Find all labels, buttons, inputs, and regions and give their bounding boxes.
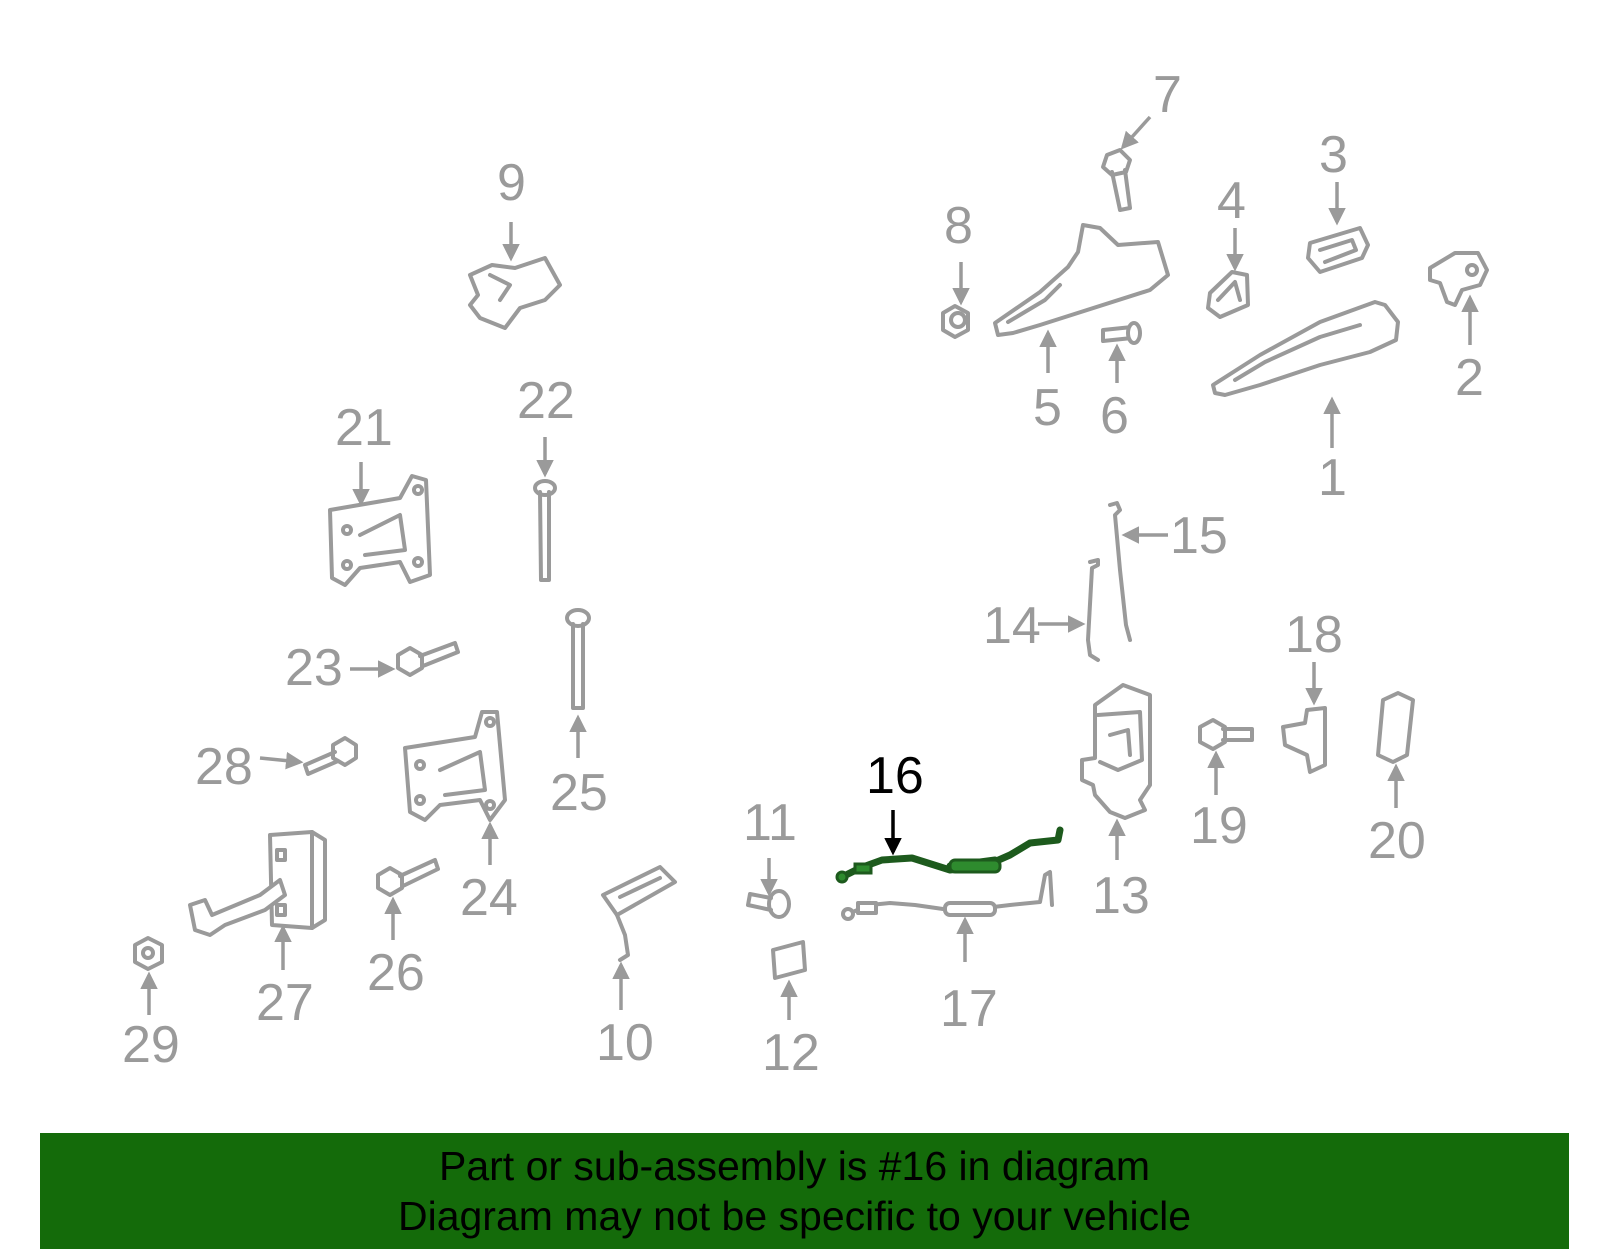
- callout-9[interactable]: 9: [497, 154, 526, 212]
- callout-8[interactable]: 8: [944, 197, 973, 255]
- part-12[interactable]: [771, 940, 807, 980]
- part-20[interactable]: [1376, 691, 1415, 764]
- callout-3[interactable]: 3: [1319, 126, 1348, 184]
- callout-11[interactable]: 11: [743, 794, 797, 852]
- part-13[interactable]: [1080, 683, 1152, 820]
- part-7[interactable]: [1101, 148, 1132, 212]
- callout-20[interactable]: 20: [1368, 812, 1426, 870]
- part-29[interactable]: [133, 936, 164, 971]
- callout-29[interactable]: 29: [122, 1016, 180, 1074]
- banner-line-1: Part or sub-assembly is #16 in diagram: [439, 1143, 1150, 1189]
- callout-22[interactable]: 22: [517, 372, 575, 430]
- callout-13[interactable]: 13: [1092, 867, 1150, 925]
- callout-25[interactable]: 25: [550, 764, 608, 822]
- callout-19[interactable]: 19: [1190, 797, 1248, 855]
- part-4[interactable]: [1206, 270, 1250, 319]
- part-18[interactable]: [1281, 706, 1327, 774]
- banner-line-2: Diagram may not be specific to your vehi…: [397, 1193, 1191, 1239]
- callout-4[interactable]: 4: [1217, 172, 1246, 230]
- arrow-28: [259, 751, 304, 770]
- callout-27[interactable]: 27: [256, 974, 314, 1032]
- part-2[interactable]: [1428, 251, 1489, 307]
- part-5[interactable]: [993, 223, 1170, 337]
- callout-21[interactable]: 21: [335, 399, 393, 457]
- callout-26[interactable]: 26: [367, 944, 425, 1002]
- part-11[interactable]: [746, 889, 791, 919]
- callout-23[interactable]: 23: [285, 639, 343, 697]
- part-14[interactable]: [1086, 558, 1100, 662]
- callout-18[interactable]: 18: [1285, 606, 1343, 664]
- part-15[interactable]: [1108, 501, 1132, 642]
- part-19[interactable]: [1198, 718, 1254, 751]
- part-10[interactable]: [601, 865, 677, 962]
- callout-14[interactable]: 14: [983, 597, 1041, 655]
- info-banner: Part or sub-assembly is #16 in diagram D…: [40, 1133, 1569, 1249]
- arrow-7: [1120, 115, 1152, 150]
- part-24[interactable]: [403, 710, 507, 822]
- callout-24[interactable]: 24: [460, 869, 518, 927]
- callout-17[interactable]: 17: [940, 980, 998, 1038]
- part-21[interactable]: [328, 474, 432, 587]
- part-16-highlighted[interactable]: [835, 826, 1064, 884]
- part-28[interactable]: [303, 736, 358, 776]
- callout-1[interactable]: 1: [1318, 449, 1347, 507]
- part-22[interactable]: [533, 479, 557, 582]
- part-26[interactable]: [376, 858, 440, 897]
- callout-2[interactable]: 2: [1455, 349, 1484, 407]
- callout-15[interactable]: 15: [1170, 507, 1228, 565]
- callout-10[interactable]: 10: [596, 1014, 654, 1072]
- part-23[interactable]: [396, 641, 460, 677]
- part-8[interactable]: [941, 304, 970, 339]
- callout-6[interactable]: 6: [1100, 387, 1129, 445]
- callout-28[interactable]: 28: [195, 738, 253, 796]
- callout-12[interactable]: 12: [762, 1024, 820, 1082]
- part-1[interactable]: [1211, 300, 1400, 397]
- callout-7[interactable]: 7: [1153, 66, 1182, 124]
- part-25[interactable]: [565, 608, 591, 710]
- part-17[interactable]: [841, 870, 1054, 921]
- part-3[interactable]: [1306, 226, 1370, 274]
- callout-5[interactable]: 5: [1033, 379, 1062, 437]
- part-27[interactable]: [188, 830, 327, 937]
- part-6[interactable]: [1101, 321, 1142, 345]
- part-9[interactable]: [468, 256, 562, 330]
- callout-16[interactable]: 16: [866, 747, 924, 805]
